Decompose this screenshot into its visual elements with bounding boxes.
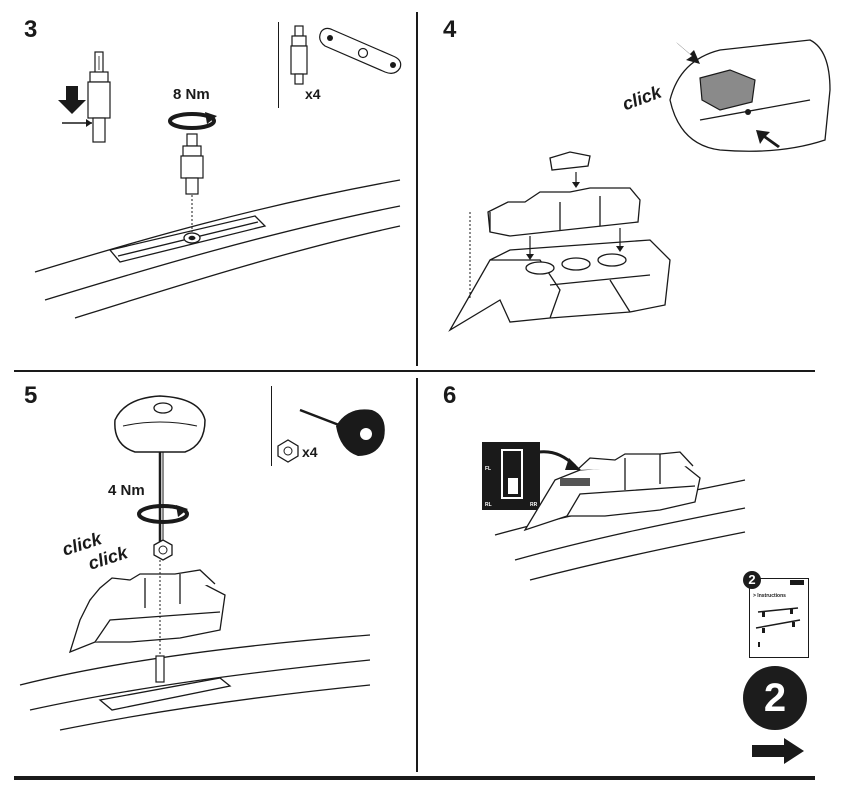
step-3-quantity-label: x4 [305,86,321,102]
step-3-stud [180,133,204,195]
footer-rule [14,776,815,780]
step-3-bolt-with-arrow [58,51,111,143]
step-6-label-fl: FL [485,466,492,472]
booklet-number: 2 [748,572,756,587]
vertical-divider-bottom [416,378,418,772]
arrow-right-icon [676,42,700,64]
step-5-parts-separator [271,386,273,466]
step-3-parts-separator [278,22,280,108]
torque-rotation-icon [168,112,217,130]
next-arrow-icon [752,738,804,764]
step-3-number: 3 [24,16,38,43]
step-6-foot-on-rail [494,450,746,581]
step-5-number: 5 [24,382,38,409]
horizontal-divider [14,370,815,372]
vertical-divider-top [416,12,418,366]
step-6-number: 6 [443,382,457,409]
step-4-number: 4 [443,16,457,43]
step-4-foot-assembly [448,151,671,332]
step-6-instructions-booklet [749,578,809,658]
step-5-nut [153,539,173,561]
booklet-number-badge: 2 [743,571,761,589]
step-3-roof-rail [34,179,401,319]
step-4-detail-zoom [669,39,831,152]
arrow-down-icon [58,86,86,114]
step-5-tool-handle [114,395,206,550]
step-4-click-label: click [619,81,665,115]
step-5-torque-label: 4 Nm [108,482,145,499]
hex-nut-icon [277,439,299,463]
torque-rotation-icon [137,504,189,524]
booklet-illustration [755,607,801,647]
step-3-torque-label: 8 Nm [173,86,210,103]
booklet-title: > Instructions [753,593,786,599]
next-step-number: 2 [763,676,787,720]
step-5-foot-and-rail [19,560,371,731]
next-step-badge: 2 [743,666,807,730]
allen-key-icon [299,408,385,456]
step-5-quantity-label: x4 [302,444,318,460]
booklet-logo [790,580,804,585]
step-6-label-rr: RR [530,502,538,508]
step-3-parts [290,25,402,85]
step-6-label-rl: RL [485,502,492,508]
